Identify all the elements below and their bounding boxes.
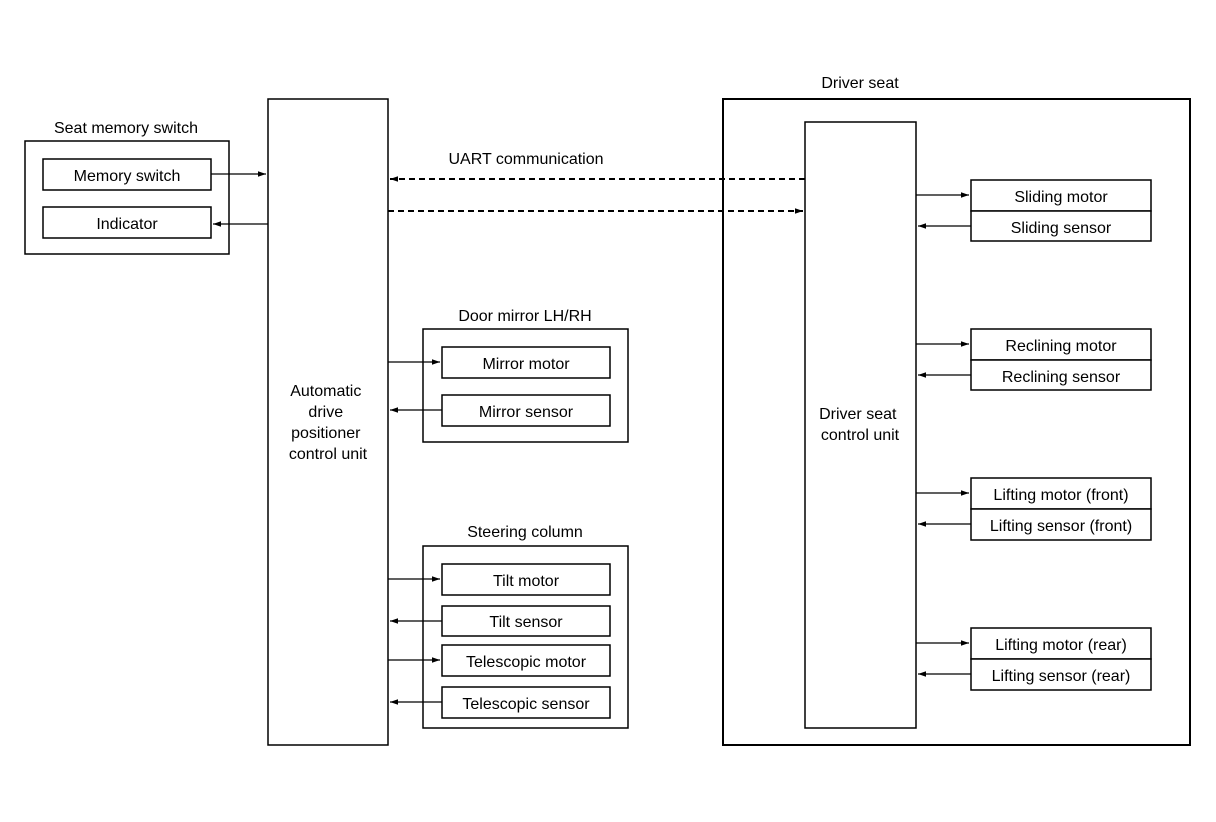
tilt-motor-box: [441, 563, 611, 596]
sliding-sensor-box: [970, 210, 1152, 242]
lifting-sensor-rear-label: Lifting sensor (rear): [992, 668, 1131, 685]
adp-label-line: drive: [308, 404, 343, 421]
indicator-box: [42, 206, 212, 239]
reclining-sensor-box: [970, 359, 1152, 391]
door-mirror-title: Door mirror LH/RH: [458, 308, 591, 325]
reclining-sensor-label: Reclining sensor: [1002, 369, 1121, 386]
sliding-sensor-label: Sliding sensor: [1011, 220, 1112, 237]
adp-control-unit-label: Automatic drive positioner control unit: [289, 383, 368, 463]
mirror-sensor-label: Mirror sensor: [479, 404, 574, 421]
memory-switch-label: Memory switch: [74, 168, 181, 185]
driver-seat-control-unit-label: Driver seat control unit: [819, 406, 901, 444]
telescopic-motor-label: Telescopic motor: [466, 654, 587, 671]
reclining-motor-label: Reclining motor: [1005, 338, 1117, 355]
door-mirror-group: Door mirror LH/RH Mirror motor Mirror se…: [422, 308, 629, 443]
adp-control-unit-group: Automatic drive positioner control unit: [267, 98, 389, 746]
steering-column-group: Steering column Tilt motor Tilt sensor T…: [422, 524, 629, 729]
door-mirror-frame: [422, 328, 629, 443]
driver-seat-frame: [722, 98, 1191, 746]
lifting-motor-rear-label: Lifting motor (rear): [995, 637, 1127, 654]
driver-seat-group: Driver seat Driver seat control unit Sli…: [722, 75, 1191, 746]
adp-label-line: control unit: [289, 446, 368, 463]
indicator-label: Indicator: [96, 216, 158, 233]
tilt-sensor-label: Tilt sensor: [489, 614, 563, 631]
sliding-motor-label: Sliding motor: [1014, 189, 1108, 206]
uart-communication-label: UART communication: [448, 151, 603, 168]
tilt-sensor-box: [441, 605, 611, 637]
uart-communication-group: UART communication: [388, 151, 805, 214]
steering-column-title: Steering column: [467, 524, 583, 541]
seat-memory-switch-title: Seat memory switch: [54, 120, 198, 137]
driver-seat-label-line: Driver seat: [819, 406, 897, 423]
sliding-motor-box: [970, 179, 1152, 212]
telescopic-motor-box: [441, 644, 611, 677]
lifting-motor-front-label: Lifting motor (front): [993, 487, 1128, 504]
adp-label-line: positioner: [291, 425, 361, 442]
driver-seat-control-unit-box: [804, 121, 917, 729]
mirror-motor-label: Mirror motor: [482, 356, 570, 373]
adp-label-line: Automatic: [290, 383, 361, 400]
mirror-sensor-box: [441, 394, 611, 427]
driver-seat-label-line: control unit: [821, 427, 900, 444]
tilt-motor-label: Tilt motor: [493, 573, 560, 590]
steering-column-frame: [422, 545, 629, 729]
seat-memory-switch-frame: [24, 140, 230, 255]
adp-control-unit-box: [267, 98, 389, 746]
reclining-motor-box: [970, 328, 1152, 361]
driver-seat-title: Driver seat: [821, 75, 899, 92]
seat-memory-switch-group: Seat memory switch Memory switch Indicat…: [24, 120, 230, 255]
memory-switch-box: [42, 158, 212, 191]
telescopic-sensor-box: [441, 686, 611, 719]
lifting-motor-front-box: [970, 477, 1152, 510]
mirror-motor-box: [441, 346, 611, 379]
lifting-sensor-front-label: Lifting sensor (front): [990, 518, 1132, 535]
telescopic-sensor-label: Telescopic sensor: [462, 696, 590, 713]
